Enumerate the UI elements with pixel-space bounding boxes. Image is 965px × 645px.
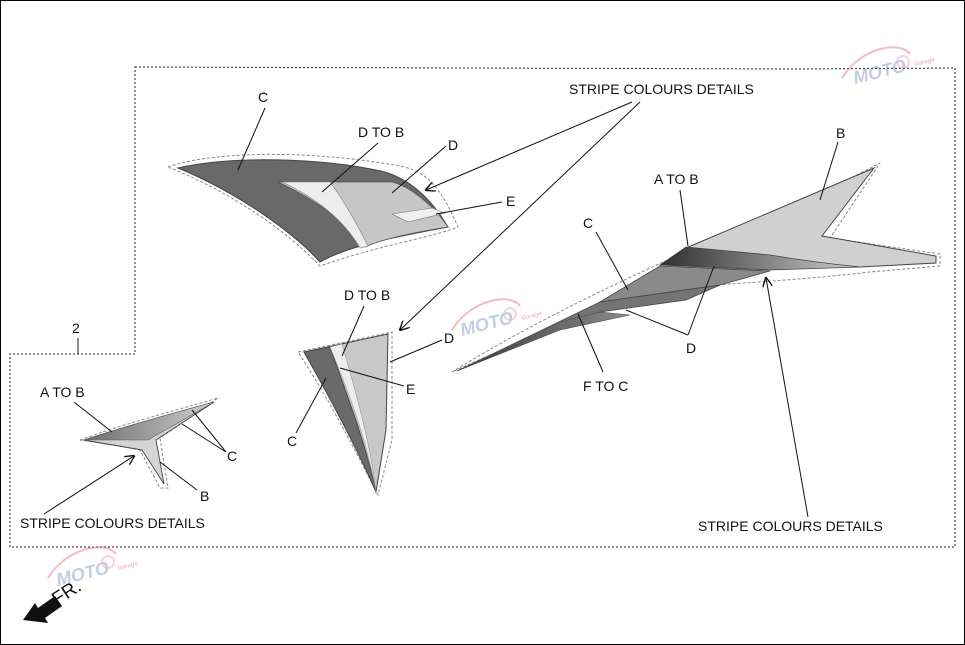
leader-a-to-b (73, 401, 113, 433)
decal-outline (297, 331, 393, 497)
watermark-subtext: Garage (117, 561, 139, 572)
front-arrow-icon (23, 596, 62, 623)
leader-d-to-b (321, 142, 379, 193)
leader-f-to-c (577, 313, 604, 373)
label-e: E (506, 193, 515, 209)
watermark-top-right: MOTO Garage (841, 46, 936, 88)
decal-stripe-e (391, 207, 447, 223)
callout-top-arrow-1 (426, 101, 633, 190)
callout-right-arrow (766, 278, 809, 518)
label-a-to-b: A TO B (654, 171, 699, 187)
label-e: E (406, 381, 415, 397)
callout-left: STRIPE COLOURS DETAILS (20, 515, 205, 531)
watermark-brand: MOTO (851, 55, 908, 87)
leader-d-2 (625, 309, 689, 336)
label-d: D (686, 340, 696, 356)
leader-d-to-b (341, 305, 365, 357)
decal-outline (166, 153, 459, 267)
leader-c (295, 377, 327, 434)
decal-stripe-a-to-b (83, 401, 215, 441)
watermark-brand: MOTO (54, 557, 111, 589)
decal-stripe-c (456, 301, 601, 372)
leader-d-1 (687, 265, 715, 336)
leader-c-1 (191, 409, 227, 453)
label-a-to-b: A TO B (40, 384, 85, 400)
label-c: C (583, 215, 593, 231)
label-d: D (448, 137, 458, 153)
leader-d (391, 145, 447, 194)
right-decal (451, 162, 941, 373)
decal-stripe-a-to-b (658, 246, 861, 271)
upper-left-decal (166, 153, 459, 267)
label-b: B (836, 125, 845, 141)
watermark-subtext: Garage (521, 311, 543, 322)
callout-right: STRIPE COLOURS DETAILS (698, 518, 883, 534)
label-d: D (444, 330, 454, 346)
leader-b (819, 141, 839, 201)
decal-stripe-d-to-b (329, 343, 377, 493)
label-b: B (200, 488, 209, 504)
leader-c (237, 107, 266, 171)
label-c: C (287, 433, 297, 449)
watermark-gear-icon (896, 55, 910, 69)
leader-b (159, 461, 198, 491)
leader-d (389, 339, 443, 363)
label-c: C (258, 89, 268, 105)
kit-boundary (9, 66, 956, 548)
leader-e (339, 367, 405, 387)
callout-top: STRIPE COLOURS DETAILS (569, 81, 754, 97)
center-decal (297, 331, 393, 497)
decal-stripe-b (82, 401, 215, 485)
callout-left-arrow (43, 456, 134, 515)
watermark-center: MOTO Garage (451, 298, 543, 340)
label-d-to-b: D TO B (344, 287, 390, 303)
watermark-swoosh-icon (47, 546, 117, 579)
leader-a-to-b (679, 189, 689, 247)
watermark-subtext: Garage (914, 57, 936, 68)
decal-stripe-d-to-b (281, 181, 369, 249)
watermark-gear-icon (503, 307, 517, 321)
label-f-to-c: F TO C (583, 378, 628, 394)
leader-c-2 (181, 423, 227, 453)
leader-c (595, 231, 629, 291)
watermark-swoosh-icon (841, 46, 911, 79)
label-c: C (227, 448, 237, 464)
label-d-to-b: D TO B (358, 124, 404, 140)
small-decal (78, 397, 219, 489)
watermark-swoosh-icon (451, 298, 521, 331)
watermark-bottom-left: MOTO Garage (47, 546, 139, 590)
part-number: 2 (72, 320, 80, 336)
callout-top-arrow-2 (400, 101, 641, 330)
leader-e (435, 201, 503, 215)
watermark-gear-icon (101, 555, 115, 569)
